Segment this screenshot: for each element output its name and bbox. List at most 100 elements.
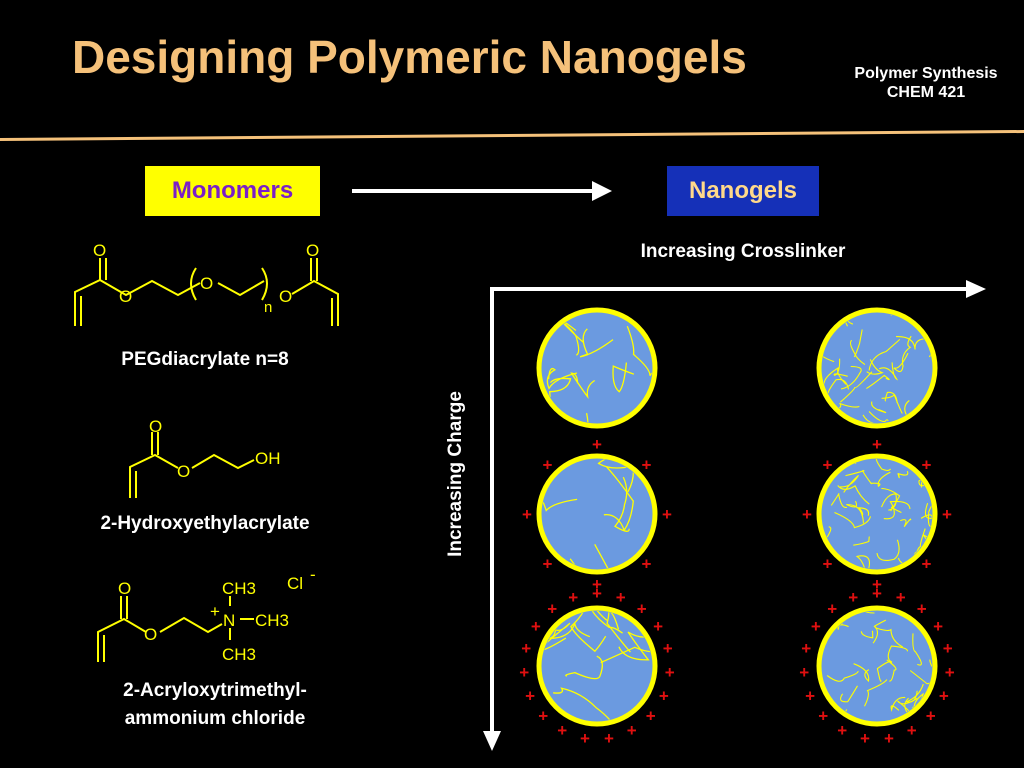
positive-charge-icon: + xyxy=(942,505,952,524)
chloride-ion: Cl xyxy=(287,574,303,593)
positive-charge-icon: + xyxy=(663,639,673,658)
polymer-strand xyxy=(822,345,835,363)
positive-charge-icon: + xyxy=(823,456,833,475)
positive-charge-icon: + xyxy=(872,435,882,454)
positive-charge-icon: + xyxy=(884,729,894,748)
positive-charge-icon: + xyxy=(568,588,578,607)
positive-charge-icon: + xyxy=(531,617,541,636)
polymer-strand xyxy=(833,358,848,377)
polymer-strand xyxy=(865,374,890,389)
crosslinker-axis xyxy=(490,280,986,298)
polymer-strand xyxy=(553,687,619,721)
polymer-strand xyxy=(840,685,858,703)
polymer-strand xyxy=(868,411,889,423)
atom-o: O xyxy=(144,625,157,644)
polymer-strand xyxy=(822,313,854,325)
polymer-strand xyxy=(839,474,859,493)
positive-charge-icon: + xyxy=(860,729,870,748)
polymer-strand xyxy=(909,670,932,685)
positive-charge-icon: + xyxy=(922,555,932,574)
polymer-strand xyxy=(870,471,891,488)
polymer-strand xyxy=(845,469,873,485)
polymer-strand xyxy=(542,622,571,652)
repeat-n: n xyxy=(264,299,272,316)
polymer-strand xyxy=(862,414,893,423)
polymer-strand xyxy=(929,655,932,676)
hea-structure: O O OH xyxy=(129,417,281,498)
positive-charge-icon: + xyxy=(802,505,812,524)
polymer-strand xyxy=(900,518,912,528)
positive-charge-icon: + xyxy=(805,686,815,705)
polymer-strand xyxy=(895,336,930,350)
polymer-strand xyxy=(822,313,826,322)
polymer-strand xyxy=(565,655,603,680)
polymer-strand xyxy=(893,352,909,373)
nanogel-particle: +++++++++++++++++++ xyxy=(799,584,955,748)
atmac-label-line1: 2-Acryloxytrimethyl- xyxy=(123,680,307,701)
positive-charge-icon: + xyxy=(646,706,656,725)
positive-charge-icon: + xyxy=(872,584,882,603)
positive-charge-icon: + xyxy=(837,721,847,740)
positive-charge-icon: + xyxy=(939,686,949,705)
polymer-strand xyxy=(880,493,897,511)
polymer-strand xyxy=(871,401,887,414)
course-label: Polymer Synthesis CHEM 421 xyxy=(828,64,1024,102)
polymer-strand xyxy=(884,391,898,403)
charge-axis xyxy=(483,287,501,751)
polymer-strand xyxy=(618,631,652,661)
polymer-strand xyxy=(876,539,900,561)
positive-charge-icon: + xyxy=(653,617,663,636)
y-axis-label: Increasing Charge xyxy=(445,391,466,557)
positive-charge-icon: + xyxy=(627,721,637,740)
polymer-strand xyxy=(881,393,903,414)
polymer-strand xyxy=(822,319,830,334)
methyl-group: CH3 xyxy=(222,645,256,664)
positive-charge-icon: + xyxy=(580,729,590,748)
atom-o: O xyxy=(93,241,106,260)
positive-charge-icon: + xyxy=(616,588,626,607)
polymer-strand xyxy=(600,646,652,670)
pegda-label: PEGdiacrylate n=8 xyxy=(121,349,289,370)
polymer-strand xyxy=(546,367,578,390)
nanogel-particle: +++++++++++++++++++ xyxy=(519,584,675,748)
positive-charge-icon: + xyxy=(823,555,833,574)
atmac-structure: O O CH3 CH3 CH3 N + Cl - xyxy=(97,565,316,664)
positive-charge-icon: + xyxy=(933,617,943,636)
positive-charge-icon: + xyxy=(827,599,837,618)
polymer-strand xyxy=(866,359,884,375)
polymer-strand xyxy=(840,365,862,390)
polymer-strand xyxy=(860,630,874,639)
polymer-strand xyxy=(886,659,897,682)
course-code: CHEM 421 xyxy=(886,84,966,101)
polymer-strand xyxy=(855,555,870,569)
polymer-strand xyxy=(542,477,578,512)
process-arrow xyxy=(352,181,612,201)
negative-charge: - xyxy=(310,565,316,584)
pegda-structure: O O O O O n xyxy=(74,241,339,326)
polymer-strand xyxy=(874,626,904,648)
x-axis-label: Increasing Crosslinker xyxy=(640,241,846,262)
positive-charge-icon: + xyxy=(592,584,602,603)
polymer-strand xyxy=(927,496,932,528)
positive-charge-icon: + xyxy=(543,555,553,574)
monomers-box: Monomers xyxy=(145,166,320,216)
nanogel-particle xyxy=(536,307,658,429)
polymer-strand xyxy=(920,503,932,519)
atmac-label: 2-Acryloxytrimethyl- ammonium chloride xyxy=(60,677,370,733)
positive-charge-icon: + xyxy=(896,588,906,607)
nanogel-particle: ++++++++ xyxy=(522,435,672,594)
nanogel-grid: ++++++++++++++++++++++++++++++++++++++++… xyxy=(519,307,955,748)
positive-charge-icon: + xyxy=(811,617,821,636)
polymer-strand xyxy=(614,476,630,532)
positive-charge-icon: + xyxy=(848,588,858,607)
atom-oh: OH xyxy=(255,449,281,468)
polymer-strand xyxy=(547,619,591,640)
methyl-group: CH3 xyxy=(222,579,256,598)
positive-charge-icon: + xyxy=(945,663,955,682)
atom-o: O xyxy=(118,579,131,598)
polymer-strand xyxy=(840,371,873,403)
positive-charge-icon: + xyxy=(872,575,882,594)
positive-charge-icon: + xyxy=(659,686,669,705)
nanogels-box: Nanogels xyxy=(667,166,819,216)
